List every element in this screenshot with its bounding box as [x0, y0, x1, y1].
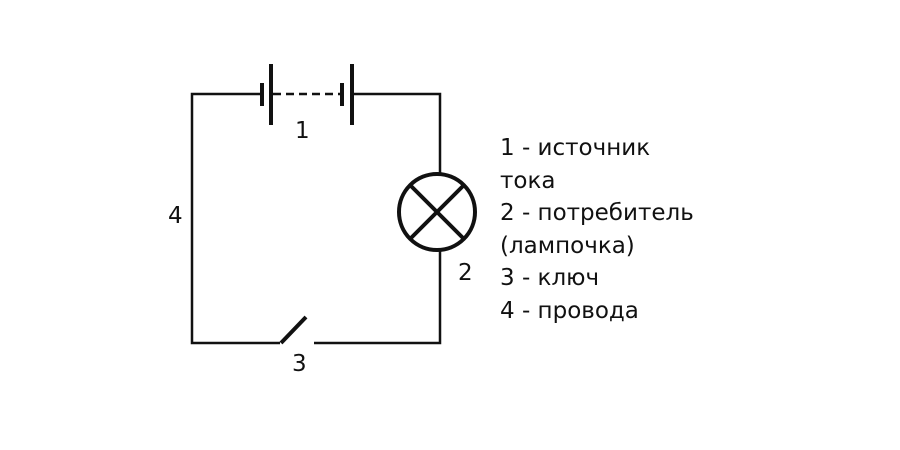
legend-item: (лампочка) — [500, 232, 635, 259]
label-source: 1 — [295, 118, 310, 144]
wire-left-top — [190, 92, 280, 345]
label-wires: 4 — [168, 203, 183, 229]
switch-lever — [279, 315, 308, 345]
legend-item: 3 - ключ — [500, 265, 600, 291]
lamp-cross-2 — [408, 183, 466, 241]
legend: 1 - источник тока 2 - потребитель (лампо… — [500, 132, 694, 327]
lamp-circle — [397, 172, 477, 252]
legend-item: 2 - потребитель — [500, 200, 694, 226]
legend-item: тока — [500, 167, 556, 194]
legend-item: 4 - провода — [500, 297, 639, 324]
legend-item: 1 - источник — [500, 135, 651, 161]
label-lamp: 2 — [458, 260, 473, 286]
wire-right — [314, 92, 442, 345]
label-switch: 3 — [292, 351, 307, 377]
